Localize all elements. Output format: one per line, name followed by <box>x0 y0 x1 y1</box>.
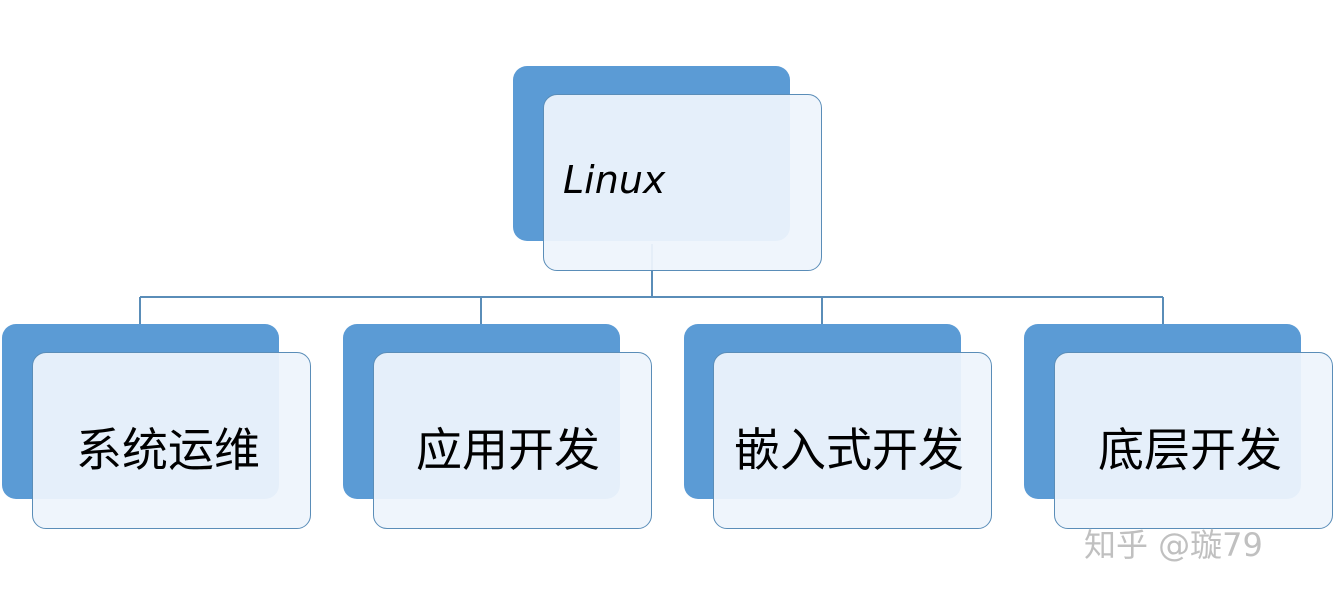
node-child-3-front <box>713 352 992 529</box>
node-root-label: Linux <box>563 158 666 202</box>
node-child-4-front <box>1054 352 1333 529</box>
node-child-2-label: 应用开发 <box>416 423 600 477</box>
watermark: 知乎 @璇79 <box>1084 526 1263 564</box>
node-child-1-label: 系统运维 <box>76 423 260 477</box>
node-child-2-front <box>373 352 652 529</box>
node-root-front <box>543 94 822 271</box>
node-child-4-label: 底层开发 <box>1098 423 1282 477</box>
node-child-3-label: 嵌入式开发 <box>734 423 964 477</box>
node-child-1-front <box>32 352 311 529</box>
